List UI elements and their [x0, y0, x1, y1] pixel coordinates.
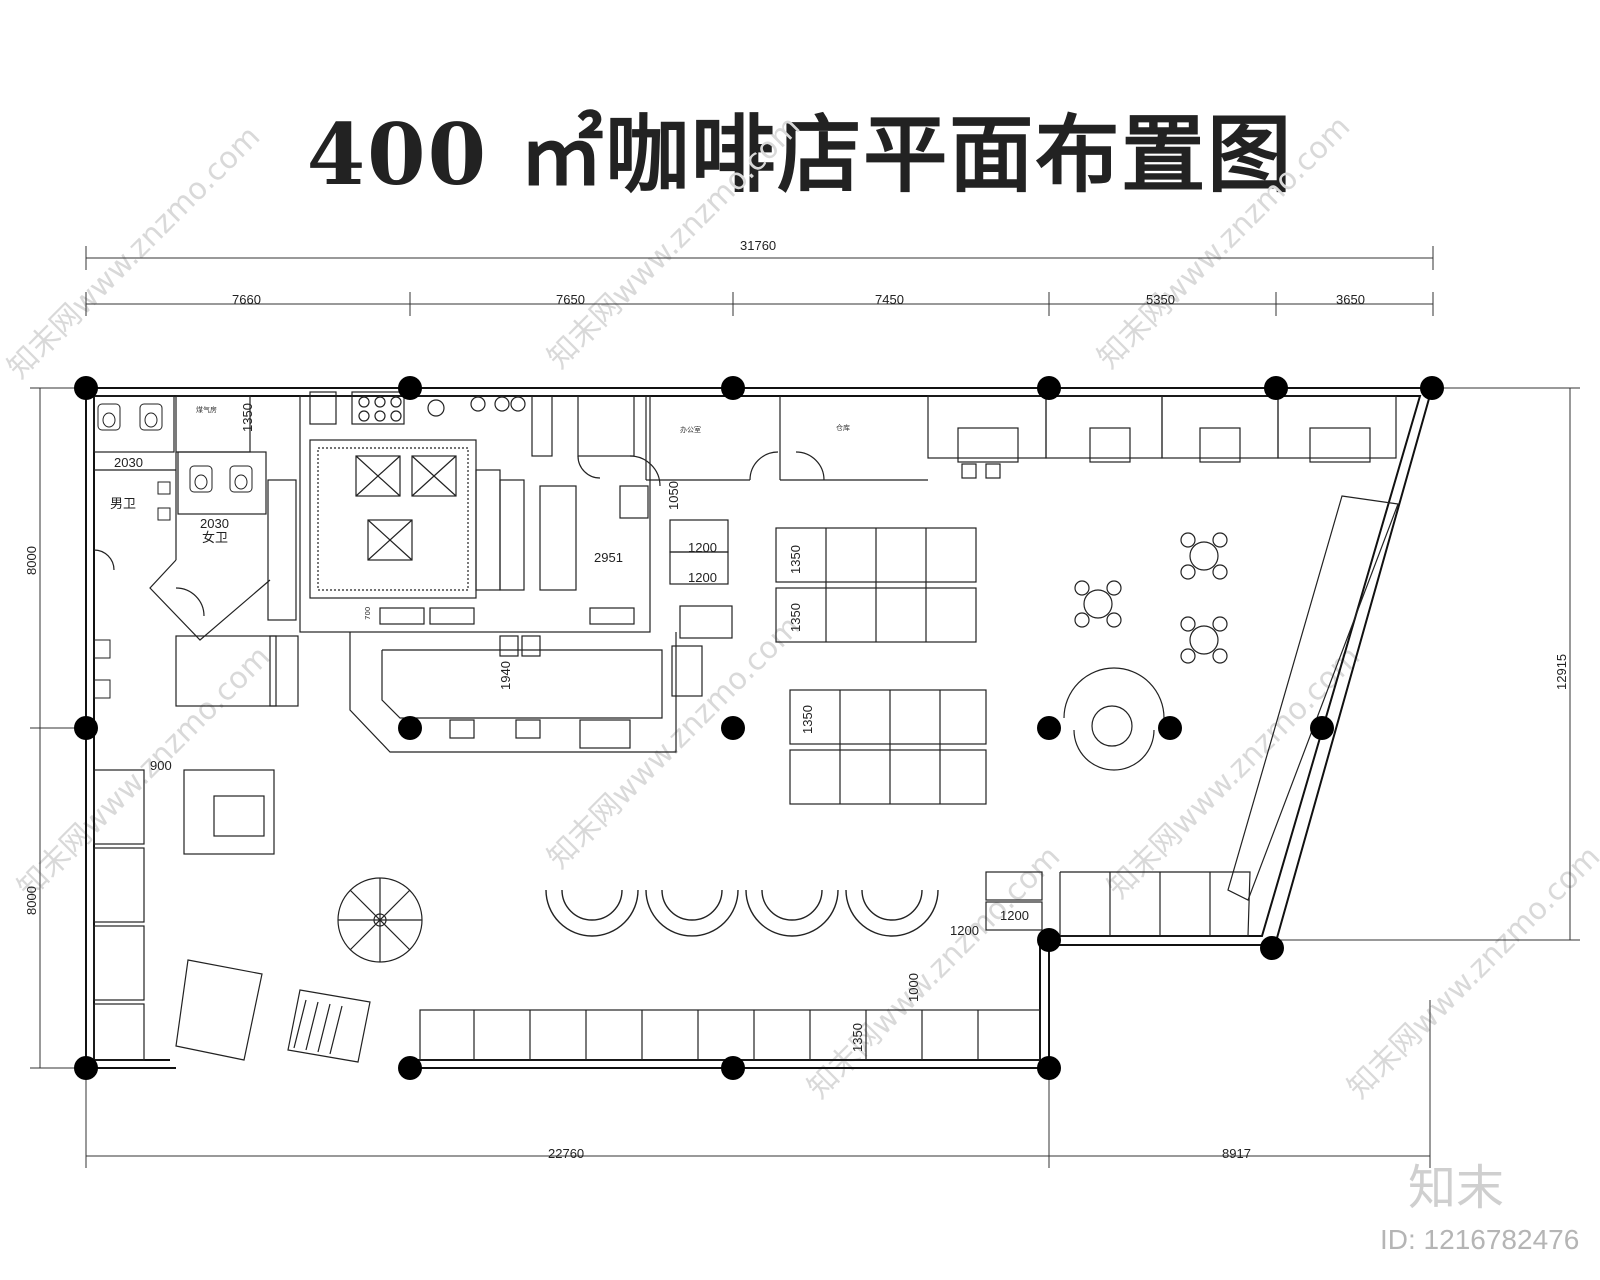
dim-top-segment: 7450 [875, 292, 904, 307]
left-booth-column [93, 769, 275, 1061]
watermark: 知末网www.znzmo.com [541, 609, 807, 875]
dim-inner: 1350 [800, 705, 815, 734]
restroom-block [93, 395, 299, 707]
dim-top-segment: 7660 [232, 292, 261, 307]
dim-inner: 1200 [1000, 908, 1029, 923]
dim-inner: 900 [150, 758, 172, 773]
dim-inner: 1200 [688, 570, 717, 585]
dim-top-total: 31760 [740, 238, 776, 253]
office-storeroom [645, 396, 928, 697]
dim-inner: 1050 [666, 481, 681, 510]
dim-inner: 1350 [788, 603, 803, 632]
dim-inner: 2951 [594, 550, 623, 565]
room-label-office: 办公室 [680, 425, 701, 434]
dim-inner: 1350 [850, 1023, 865, 1052]
dim-top-segment: 7650 [556, 292, 585, 307]
dim-left-segment: 8000 [24, 886, 39, 915]
kitchen-block [299, 391, 661, 633]
top-dimensions [85, 246, 1434, 316]
bottom-dimensions [85, 1000, 1431, 1168]
dim-inner: 1350 [788, 545, 803, 574]
watermark: 知末网www.znzmo.com [801, 839, 1067, 1105]
dim-bottom-segment: 22760 [548, 1146, 584, 1161]
exterior-walls [85, 387, 1434, 1069]
page-title: 400 ㎡咖啡店平面布置图 [306, 105, 1294, 204]
room-label-womens-restroom: 女卫 [202, 530, 228, 546]
right-booth-diagonal [985, 495, 1399, 937]
brand-logo: 知末 [1408, 1160, 1505, 1216]
crescent-sofas [545, 889, 939, 937]
dim-inner: 1350 [240, 403, 255, 432]
bottom-booth-row [419, 1009, 1041, 1061]
structural-columns [74, 376, 1444, 1080]
dining-tables-upper [775, 527, 987, 805]
dim-inner: 1000 [906, 973, 921, 1002]
watermark: 知末网www.znzmo.com [1, 119, 267, 385]
room-label-gas-room: 煤气房 [196, 405, 217, 414]
image-id: ID: 1216782476 [1380, 1224, 1580, 1255]
room-label-storeroom: 仓库 [836, 423, 850, 432]
dim-inner: 1200 [950, 923, 979, 938]
dim-top-segment: 3650 [1336, 292, 1365, 307]
bar-counter [349, 632, 677, 753]
dim-inner: 700 [364, 607, 372, 620]
dim-inner: 2030 [200, 516, 229, 531]
dim-right-total: 12915 [1554, 654, 1569, 690]
dim-inner: 1200 [688, 540, 717, 555]
entrance [175, 959, 371, 1063]
dim-left-segment: 8000 [24, 546, 39, 575]
watermark: 知末网www.znzmo.com [1341, 839, 1600, 1105]
watermark: 知末网www.znzmo.com [1101, 639, 1367, 905]
room-label-mens-restroom: 男卫 [110, 497, 136, 512]
toilet-icon-group [93, 403, 253, 699]
watermark: 知末网www.znzmo.com [1091, 109, 1357, 375]
dim-top-segment: 5350 [1146, 292, 1175, 307]
round-tables [1063, 532, 1228, 771]
dim-inner: 1940 [498, 661, 513, 690]
right-dimensions [1270, 387, 1580, 941]
top-booth-row [927, 395, 1397, 479]
dim-bottom-segment: 8917 [1222, 1146, 1251, 1161]
decorative-planter [337, 877, 423, 963]
dim-inner: 2030 [114, 455, 143, 470]
